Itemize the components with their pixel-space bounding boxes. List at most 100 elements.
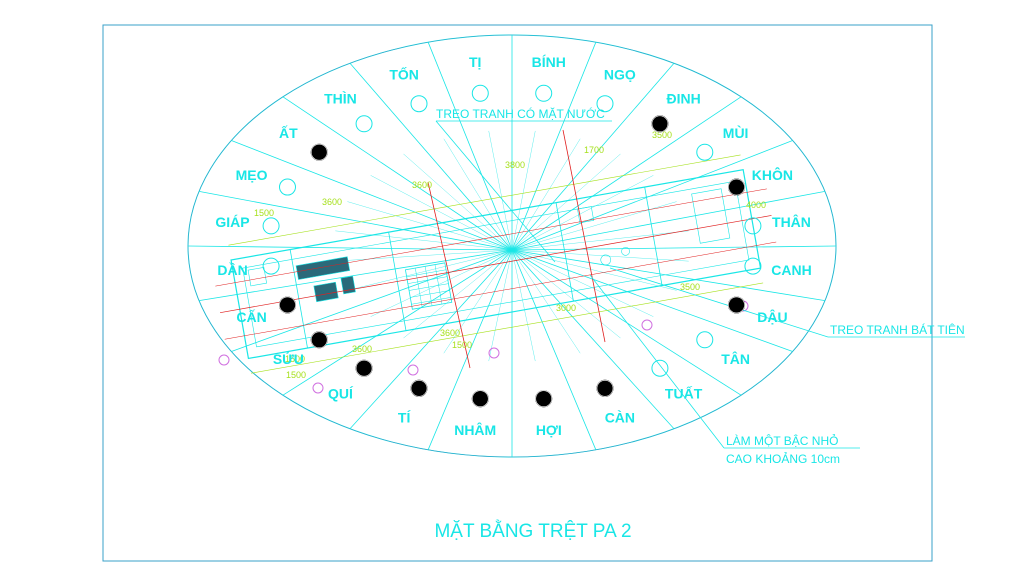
centre-ray xyxy=(511,138,581,251)
open-marker xyxy=(355,115,373,133)
sector-boundary xyxy=(511,190,826,251)
dimension-label: 3600 xyxy=(322,197,342,207)
centre-ray xyxy=(511,249,654,317)
annotation-water-painting: TREO TRANH CÓ MẶT NƯỚC xyxy=(436,106,605,121)
open-marker xyxy=(696,331,714,349)
direction-label: THÂN xyxy=(772,213,811,230)
dimension-label: 3000 xyxy=(556,303,576,313)
filled-marker-dot xyxy=(310,143,328,161)
open-marker xyxy=(744,217,762,235)
direction-label: NGỌ xyxy=(604,66,636,82)
direction-label: CÀN xyxy=(605,410,635,426)
sector-boundary xyxy=(198,190,513,251)
direction-label: GIÁP xyxy=(215,214,249,230)
centre-ray xyxy=(511,130,536,251)
filled-marker-dot xyxy=(410,380,428,397)
axis-line xyxy=(427,181,471,369)
axis-line xyxy=(215,188,767,287)
sector-boundary xyxy=(349,63,513,251)
dimension-label: 3500 xyxy=(652,130,672,140)
column-marker xyxy=(218,354,230,366)
sector-boundary xyxy=(231,140,513,251)
coffee-table xyxy=(313,281,339,303)
centre-ray xyxy=(488,249,513,362)
direction-label: HỢI xyxy=(536,422,562,438)
open-marker xyxy=(471,84,489,102)
sector-boundary xyxy=(198,249,513,302)
direction-label: ĐINH xyxy=(666,91,700,107)
centre-ray xyxy=(511,249,621,339)
axis-line xyxy=(562,129,606,343)
centre-ray xyxy=(511,249,536,362)
centre-ray xyxy=(511,249,689,262)
compass-rays xyxy=(187,35,837,457)
filled-marker-dot xyxy=(728,178,745,196)
drawing-title: MẶT BẰNG TRỆT PA 2 xyxy=(434,520,631,542)
centre-ray xyxy=(370,249,513,317)
centre-ray xyxy=(347,249,513,291)
dimension-label: 1500 xyxy=(286,370,306,380)
direction-label: MẸO xyxy=(236,167,268,183)
dimension-line xyxy=(228,154,741,246)
centre-ray xyxy=(511,175,654,251)
sector-boundary xyxy=(187,245,513,251)
direction-label: ẤT xyxy=(279,125,298,141)
sector-boundary xyxy=(511,249,597,450)
sector-boundary xyxy=(511,42,597,251)
sector-boundary xyxy=(427,249,513,450)
centre-ray xyxy=(511,153,621,251)
sector-boundary xyxy=(511,140,793,251)
centre-ray xyxy=(443,138,513,251)
filled-marker-dot xyxy=(310,331,328,349)
dimension-labels: 3600 3600 3600 3800 1700 3500 3000 1500 … xyxy=(254,130,766,380)
direction-label: NHÂM xyxy=(454,421,496,438)
fixture xyxy=(621,247,630,256)
open-marker xyxy=(744,257,762,275)
sector-boundary xyxy=(511,96,742,251)
annotation-bat-tien-painting: TREO TRANH BÁT TIÊN xyxy=(830,322,965,337)
sector-boundary xyxy=(511,249,826,302)
leader-line xyxy=(609,267,829,338)
open-marker xyxy=(410,95,428,113)
direction-label: TỊ xyxy=(469,54,481,70)
sector-boundary xyxy=(511,245,837,251)
axis-line xyxy=(224,241,777,340)
annotation-step-height: CAO KHOẢNG 10cm xyxy=(726,451,840,466)
direction-label: TÍ xyxy=(398,410,412,426)
filled-marker-dot xyxy=(535,390,553,408)
direction-label: MÙI xyxy=(723,124,749,141)
sector-boundary xyxy=(511,63,675,251)
annotation-step: LÀM MỘT BẬC NHỎ xyxy=(726,433,838,448)
leader-line xyxy=(435,120,556,263)
direction-label: SỬU xyxy=(273,350,304,367)
centre-ray xyxy=(335,249,513,262)
sector-boundary xyxy=(427,42,513,251)
direction-label: DẬU xyxy=(757,308,787,325)
dimension-label: 1500 xyxy=(254,208,274,218)
fixture xyxy=(600,254,612,266)
centre-ray xyxy=(488,130,513,251)
dimension-label: 1500 xyxy=(285,354,305,364)
direction-label: DẦN xyxy=(217,262,247,278)
leader-line xyxy=(589,274,725,449)
sector-boundary xyxy=(349,249,513,429)
sector-boundary xyxy=(282,96,513,251)
direction-label: KHÔN xyxy=(752,166,793,183)
dimension-label: 3500 xyxy=(680,282,700,292)
open-marker xyxy=(535,84,553,102)
filled-marker-dot xyxy=(651,115,669,133)
centre-ray xyxy=(511,230,689,251)
dimension-label: 4000 xyxy=(746,200,766,210)
dimension-line xyxy=(250,282,764,374)
fixture xyxy=(577,206,595,224)
centre-ray xyxy=(370,175,513,251)
direction-label: THÌN xyxy=(324,91,357,107)
dimension-label: 3600 xyxy=(352,344,372,354)
centre-ray xyxy=(511,249,677,291)
direction-label: TUẤT xyxy=(665,385,703,401)
sofa xyxy=(295,256,351,280)
axis-line xyxy=(219,215,772,314)
sector-boundary xyxy=(282,249,513,396)
sector-boundary xyxy=(511,249,793,352)
